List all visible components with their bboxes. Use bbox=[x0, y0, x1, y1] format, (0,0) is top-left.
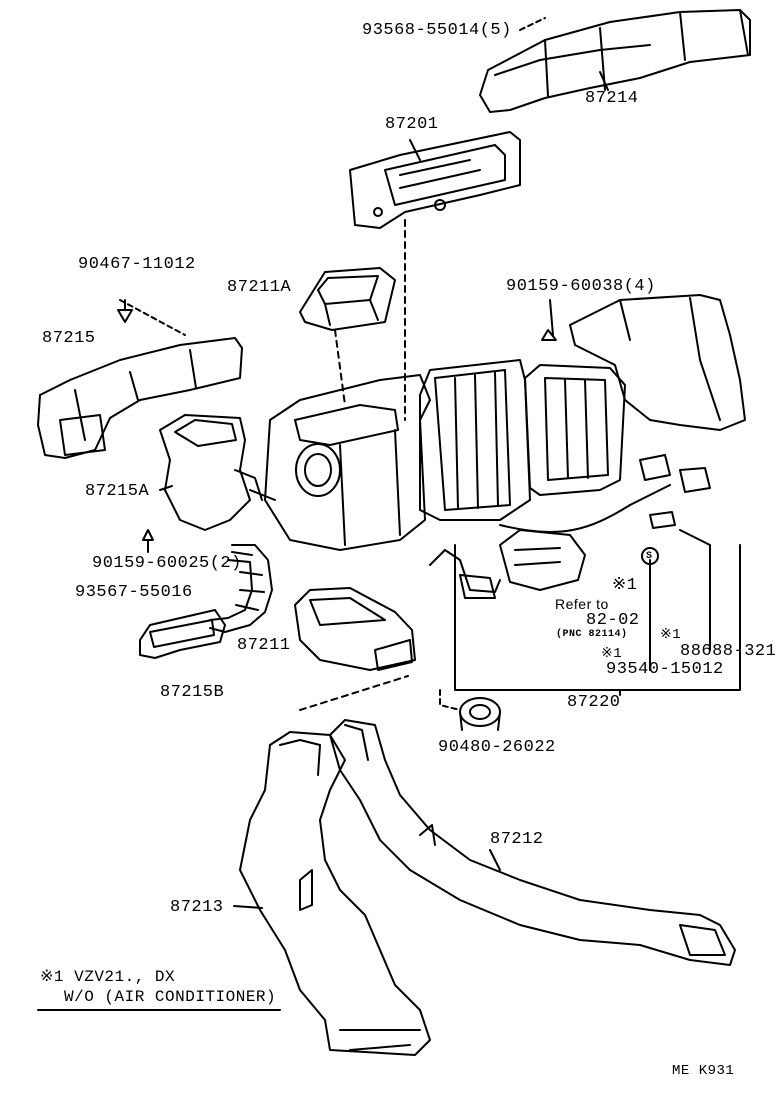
label-87211: 87211 bbox=[237, 636, 291, 655]
label-88688: 88688-321 bbox=[680, 642, 776, 661]
duct-87215A bbox=[159, 414, 276, 531]
screw-90159-38 bbox=[541, 329, 557, 341]
duct-87212 bbox=[329, 719, 736, 966]
blower-case bbox=[524, 364, 626, 496]
leader-93568 bbox=[519, 17, 546, 31]
clip-90467 bbox=[117, 299, 133, 323]
evaporator-core bbox=[419, 359, 531, 521]
label-87212: 87212 bbox=[490, 830, 544, 849]
duct-87215 bbox=[37, 337, 243, 459]
label-87213: 87213 bbox=[170, 898, 224, 917]
duct-87215B bbox=[139, 609, 226, 659]
dash-90480 bbox=[439, 689, 461, 711]
dash-87215 bbox=[119, 299, 186, 336]
duct-87214 bbox=[479, 9, 751, 113]
star-mark-b: ※1 bbox=[660, 627, 682, 643]
dash-87211 bbox=[299, 675, 409, 711]
leader-87215A bbox=[159, 485, 173, 491]
blower-87201 bbox=[349, 131, 521, 229]
diagram-code: ME K931 bbox=[672, 1063, 735, 1079]
duct-87213 bbox=[239, 731, 431, 1056]
label-87211A: 87211A bbox=[227, 278, 292, 297]
label-90480: 90480-26022 bbox=[438, 738, 556, 757]
resistor-87220 bbox=[499, 529, 586, 591]
label-90159-38: 90159-60038(4) bbox=[506, 277, 656, 296]
label-87215A: 87215A bbox=[85, 482, 150, 501]
label-93568: 93568-55014(5) bbox=[362, 21, 512, 40]
label-87201: 87201 bbox=[385, 115, 439, 134]
hose-93567 bbox=[209, 544, 273, 633]
upper-right-duct bbox=[569, 294, 746, 431]
heater-unit bbox=[264, 374, 431, 551]
label-93567: 93567-55016 bbox=[75, 583, 193, 602]
leader-87212 bbox=[489, 849, 501, 871]
duct-87211A bbox=[299, 267, 396, 331]
leader-90159-38 bbox=[549, 299, 554, 336]
hose-connector bbox=[429, 549, 501, 599]
leader-87213 bbox=[233, 905, 263, 909]
label-90467: 90467-11012 bbox=[78, 255, 196, 274]
s-circle bbox=[641, 547, 659, 565]
duct-87211 bbox=[294, 587, 416, 671]
star-mark-c: ※1 bbox=[601, 646, 623, 662]
label-87214: 87214 bbox=[585, 89, 639, 108]
dash-87211A bbox=[334, 329, 346, 406]
refer-line2: 82-02 bbox=[586, 611, 640, 630]
refer-line3: (PNC 82114) bbox=[556, 629, 628, 640]
grommet-90480 bbox=[459, 697, 501, 731]
star-mark-a: ※1 bbox=[612, 576, 638, 595]
wire-harness bbox=[499, 454, 711, 534]
bracket-87220 bbox=[454, 544, 741, 691]
refer-line1: Refer to bbox=[555, 596, 609, 612]
footnote-line2: W/O (AIR CONDITIONER) bbox=[64, 988, 277, 1006]
parts-diagram bbox=[37, 9, 751, 1056]
label-87215: 87215 bbox=[42, 329, 96, 348]
leader-87201 bbox=[409, 139, 421, 161]
footnote-line1: ※1 VZV21., DX bbox=[40, 968, 176, 986]
label-90159-25: 90159-60025(2) bbox=[92, 554, 242, 573]
label-87215B: 87215B bbox=[160, 683, 225, 702]
label-93540: 93540-15012 bbox=[606, 660, 724, 679]
leader-87214 bbox=[599, 71, 609, 91]
leader-88688 bbox=[679, 529, 711, 651]
label-87220: 87220 bbox=[567, 693, 621, 712]
screw-90159-25 bbox=[142, 529, 154, 553]
s-circle-label: S bbox=[646, 551, 653, 562]
